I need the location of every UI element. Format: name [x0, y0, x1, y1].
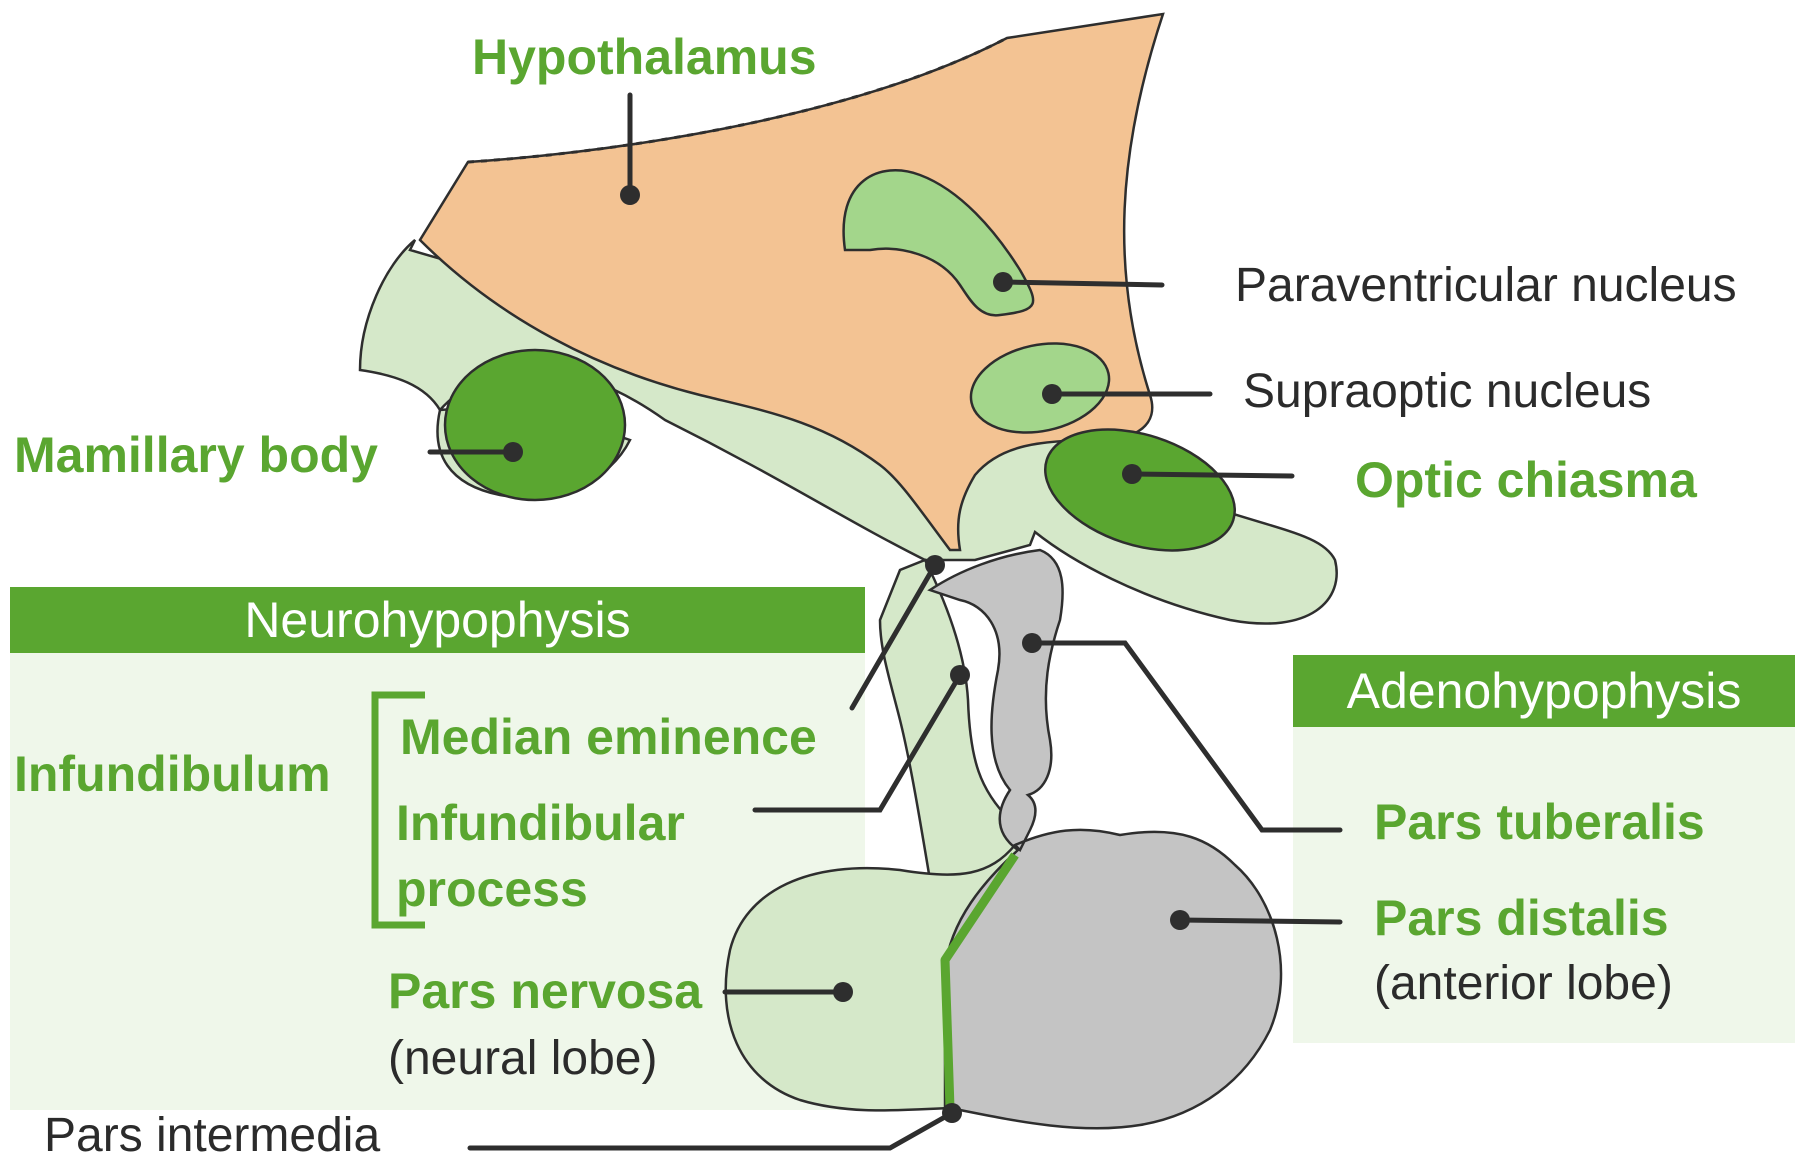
- label-median-eminence: Median eminence: [400, 712, 817, 762]
- label-infundibulum: Infundibulum: [14, 749, 331, 799]
- label-infundibular-process-line2: process: [396, 864, 588, 914]
- dot-pars-intermedia: [942, 1103, 962, 1123]
- dot-pars-nervosa: [833, 982, 853, 1002]
- label-anterior-lobe: (anterior lobe): [1374, 960, 1673, 1008]
- dot-mamillary: [503, 442, 523, 462]
- dot-optic-chiasma: [1122, 464, 1142, 484]
- dot-median-eminence: [925, 555, 945, 575]
- dot-supraoptic: [1042, 384, 1062, 404]
- label-infundibular-process-line1: Infundibular: [396, 798, 685, 848]
- label-pars-nervosa: Pars nervosa: [388, 966, 702, 1016]
- leader-optic-chiasma: [1132, 474, 1292, 476]
- dot-paraventricular: [993, 272, 1013, 292]
- label-pars-distalis: Pars distalis: [1374, 893, 1669, 943]
- leader-paraventricular: [1005, 282, 1162, 285]
- label-hypothalamus: Hypothalamus: [472, 32, 817, 82]
- label-optic-chiasma: Optic chiasma: [1355, 455, 1697, 505]
- dot-hypothalamus: [620, 185, 640, 205]
- label-pars-tuberalis: Pars tuberalis: [1374, 797, 1705, 847]
- dot-infundibular-process: [950, 665, 970, 685]
- mamillary-body: [445, 350, 625, 500]
- label-paraventricular-nucleus: Paraventricular nucleus: [1235, 262, 1737, 310]
- dot-pars-distalis: [1170, 910, 1190, 930]
- leader-pars-intermedia: [470, 1113, 952, 1148]
- adenohypophysis-header: Adenohypophysis: [1293, 655, 1795, 727]
- leader-pars-distalis: [1180, 920, 1340, 922]
- label-pars-intermedia: Pars intermedia: [44, 1112, 380, 1158]
- label-mamillary-body: Mamillary body: [14, 430, 378, 480]
- label-supraoptic-nucleus: Supraoptic nucleus: [1243, 368, 1651, 416]
- neurohypophysis-header: Neurohypophysis: [10, 587, 865, 653]
- dot-pars-tuberalis: [1022, 633, 1042, 653]
- label-neural-lobe: (neural lobe): [388, 1035, 657, 1083]
